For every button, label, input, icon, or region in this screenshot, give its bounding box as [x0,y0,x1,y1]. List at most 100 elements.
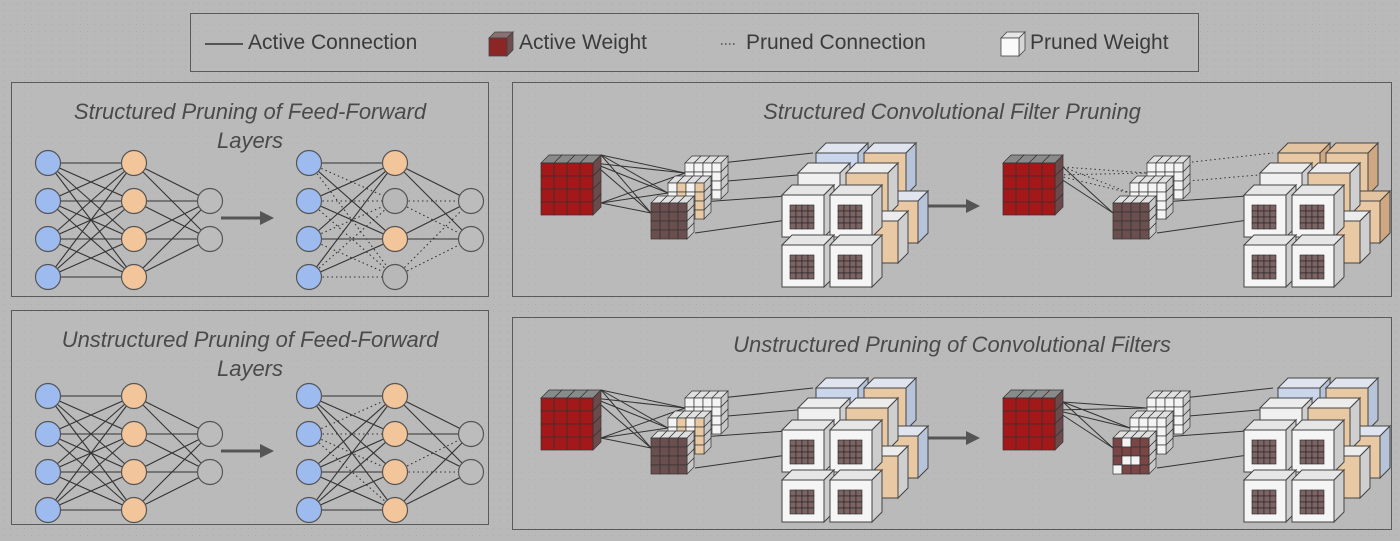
inner-weight-cell [801,489,809,497]
inner-weight-cell [795,254,803,262]
weight-cell [659,220,670,231]
hidden-node [120,263,148,291]
inner-weight-cell [1299,272,1307,280]
weight-cell [1147,417,1158,428]
weight-cell [1156,209,1167,220]
weight-cell [711,180,722,191]
inner-weight-cell [789,507,797,515]
inner-weight-cell [1311,254,1319,262]
active-weight-cell [1028,436,1043,451]
inner-weight-cell [1305,501,1313,509]
active-connection [600,437,652,449]
weight-cell [1130,437,1141,448]
inner-weight-cell [1263,216,1271,224]
active-weight-cell [540,162,555,177]
inner-weight-cell [795,266,803,274]
inner-weight-cell [843,254,851,262]
inner-weight-cell [855,222,863,230]
active-weight-cell [553,175,568,190]
inner-weight-cell [1305,216,1313,224]
weight-cell [1173,180,1184,191]
feature-map-front [1290,233,1346,289]
input-node [295,382,323,410]
inner-weight-cell [789,210,797,218]
inner-weight-cell [801,254,809,262]
inner-weight-cell [1311,495,1319,503]
block-side [1333,183,1345,239]
inner-weight-cell [1269,495,1277,503]
filter-front [650,195,695,240]
weight-cell [1129,417,1140,428]
block-side [905,141,917,197]
network-before [34,382,224,524]
inner-weight-cell [807,260,815,268]
weight-cell [677,446,688,457]
weight-cell [676,182,687,193]
inner-weight-cell [801,451,809,459]
arrow-icon [923,431,980,445]
unstructured-ff-diagram [34,382,485,524]
active-weight-cell [1015,423,1030,438]
input-tensor [540,389,602,451]
inner-weight-cell [1257,457,1265,465]
active-weight-cell [1028,410,1043,425]
network-before [34,149,224,291]
inner-weight-cell [1311,266,1319,274]
weight-cell [1121,229,1132,240]
inner-weight-cell [1311,507,1319,515]
inner-weight-cell [1299,495,1307,503]
active-connection [308,238,396,278]
active-weight-cell [566,436,581,451]
inner-weight-cell [1305,210,1313,218]
active-connection [600,202,652,214]
filter-front [1112,195,1157,240]
inner-weight-cell [807,445,815,453]
inner-weight-cell [1317,501,1325,509]
weight-cell [1121,202,1132,213]
feature-map-front [1242,233,1298,289]
inner-weight-cell [801,507,809,515]
weight-cell [1112,446,1123,457]
input-node [34,187,62,215]
active-weight-cell [579,162,594,177]
weight-cell [668,464,679,475]
inner-weight-cell [1251,222,1259,230]
active-connection [133,471,211,511]
inner-weight-cell [837,451,845,459]
inner-weight-cell [849,216,857,224]
inner-weight-cell [795,260,803,268]
active-weight-cell [579,188,594,203]
weight-cell [702,397,713,408]
active-connection [592,397,669,429]
active-connection [1182,387,1274,399]
weight-cell [668,229,679,240]
inner-weight-cell [1257,210,1265,218]
weight-cell [1139,446,1150,457]
weight-cell [659,464,670,475]
inner-weight-cell [795,272,803,280]
inner-weight-cell [843,222,851,230]
inner-weight-cell [849,222,857,230]
inner-weight-cell [807,501,815,509]
weight-cell [711,162,722,173]
inner-weight-cell [1299,457,1307,465]
weight-cell [1121,220,1132,231]
weight-cell [1173,397,1184,408]
weight-cell [1130,211,1141,222]
arrow-icon [221,211,274,225]
inner-weight-cell [1263,445,1271,453]
structured-conv-diagram [540,141,1392,289]
inner-weight-cell [837,507,845,515]
weight-cell [1138,417,1149,428]
active-weight-cell [540,436,555,451]
inner-weight-cell [837,495,845,503]
active-connection [600,154,652,214]
weight-cell [677,455,688,466]
inner-weight-cell [795,507,803,515]
weight-cell [1164,162,1175,173]
inner-weight-cell [1299,260,1307,268]
feature-map-front [780,183,836,239]
inner-weight-cell [1251,445,1259,453]
inner-weight-cell [789,439,797,447]
inner-weight-cell [1299,507,1307,515]
